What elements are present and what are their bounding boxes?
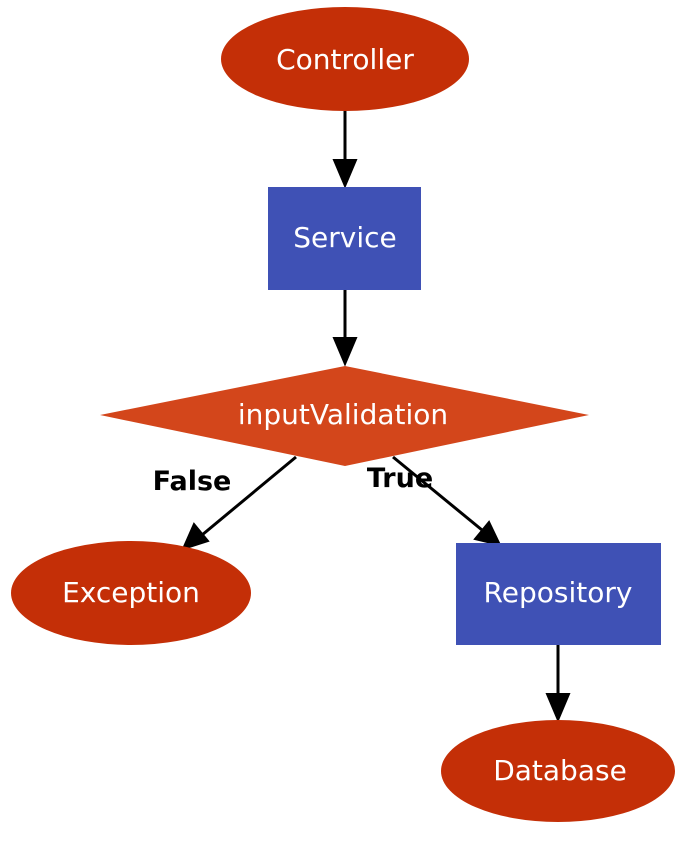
node-repository: Repository (456, 543, 661, 645)
repository-label: Repository (484, 576, 633, 609)
inputvalidation-diamond (100, 366, 589, 466)
edges (181, 111, 571, 723)
exception-ellipse (11, 541, 251, 645)
controller-ellipse (221, 7, 469, 111)
node-exception: Exception (11, 541, 251, 645)
node-service: Service (268, 187, 421, 290)
node-inputvalidation: inputValidation (100, 366, 589, 466)
edge-label-true: True (367, 463, 433, 494)
edge-label-false: False (153, 466, 232, 497)
edge-service-to-inputvalidation (332, 290, 358, 367)
repository-box (456, 543, 661, 645)
database-ellipse (441, 720, 675, 822)
node-controller: Controller (221, 7, 469, 111)
controller-label: Controller (276, 43, 414, 76)
database-label: Database (493, 754, 627, 787)
edge-controller-to-service (332, 111, 358, 189)
edge-repository-to-database (545, 645, 571, 723)
edge-inputvalidation-to-repository (392, 455, 502, 547)
node-database: Database (441, 720, 675, 822)
service-box (268, 187, 421, 290)
service-label: Service (293, 221, 396, 254)
inputvalidation-label: inputValidation (238, 398, 448, 431)
exception-label: Exception (62, 576, 200, 609)
edge-inputvalidation-to-exception (181, 455, 297, 551)
